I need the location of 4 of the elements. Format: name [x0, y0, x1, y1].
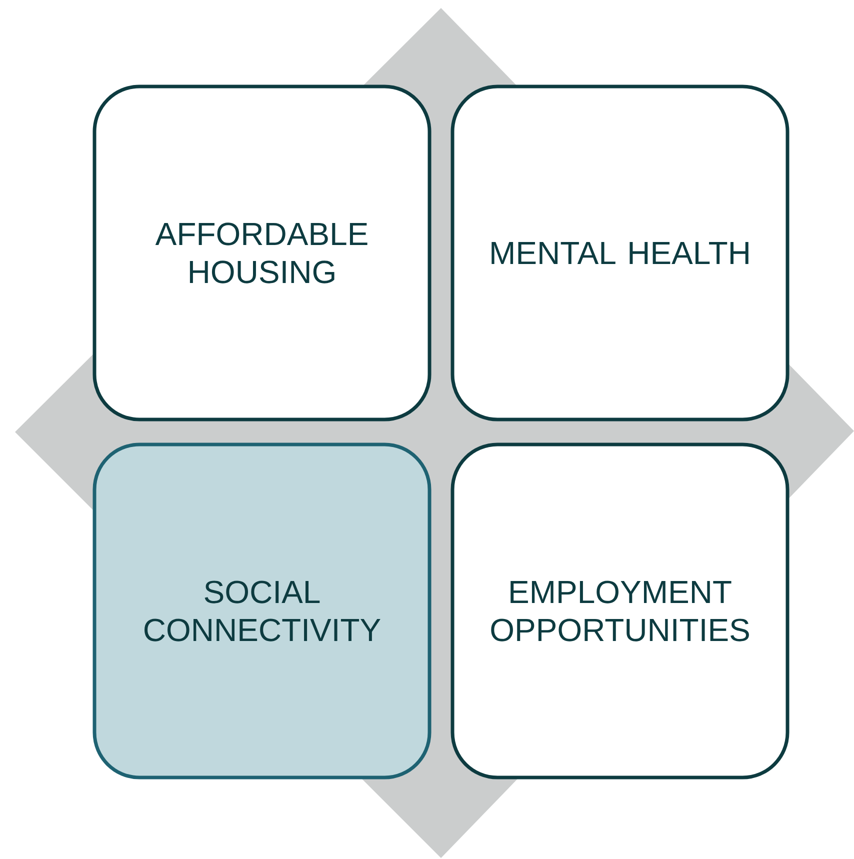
- text-box: AFFORDABLE HOUSING: [92, 84, 432, 422]
- text-box: MENTAL HEALTH: [450, 84, 790, 422]
- text-box: SOCIAL CONNECTIVITY: [92, 442, 432, 780]
- text-box: EMPLOYMENT OPPORTUNITIES: [450, 442, 790, 780]
